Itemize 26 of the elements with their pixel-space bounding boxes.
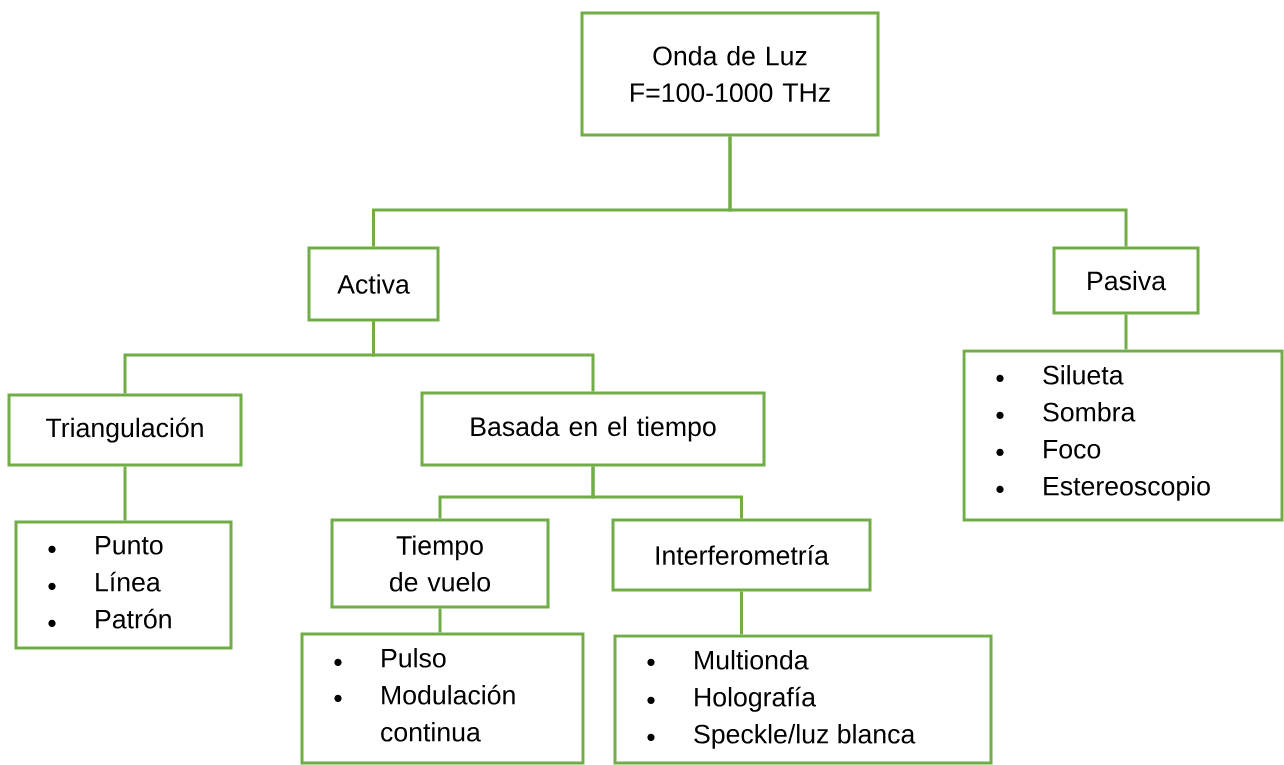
bullet: • — [996, 374, 1004, 382]
connector-line — [438, 608, 442, 633]
bullet: • — [48, 619, 56, 627]
connector-line — [123, 466, 127, 521]
bullet: • — [48, 545, 56, 553]
bullet: • — [48, 582, 56, 590]
connector-line — [372, 321, 595, 392]
bullet: • — [334, 658, 342, 666]
connector-line — [728, 136, 1128, 247]
bullet: • — [647, 696, 655, 704]
process-box: Pasiva — [1052, 246, 1200, 315]
process-box: Onda de Luz F=100-1000 THz — [580, 11, 880, 137]
process-box: Triangulación — [7, 393, 243, 467]
connector-line — [591, 466, 743, 519]
process-box: Activa — [307, 246, 440, 322]
process-box: Basada en el tiempo — [420, 391, 766, 467]
connector-line — [1124, 314, 1128, 350]
process-box: Interferometría — [611, 518, 872, 592]
process-box: Tiempo de vuelo — [330, 518, 550, 609]
bullet: • — [996, 411, 1004, 419]
bullet: • — [996, 485, 1004, 493]
bullet: • — [996, 448, 1004, 456]
bullet: • — [647, 658, 655, 666]
connector-line — [740, 591, 743, 635]
bullet: • — [334, 694, 342, 702]
bullet: • — [647, 733, 655, 741]
